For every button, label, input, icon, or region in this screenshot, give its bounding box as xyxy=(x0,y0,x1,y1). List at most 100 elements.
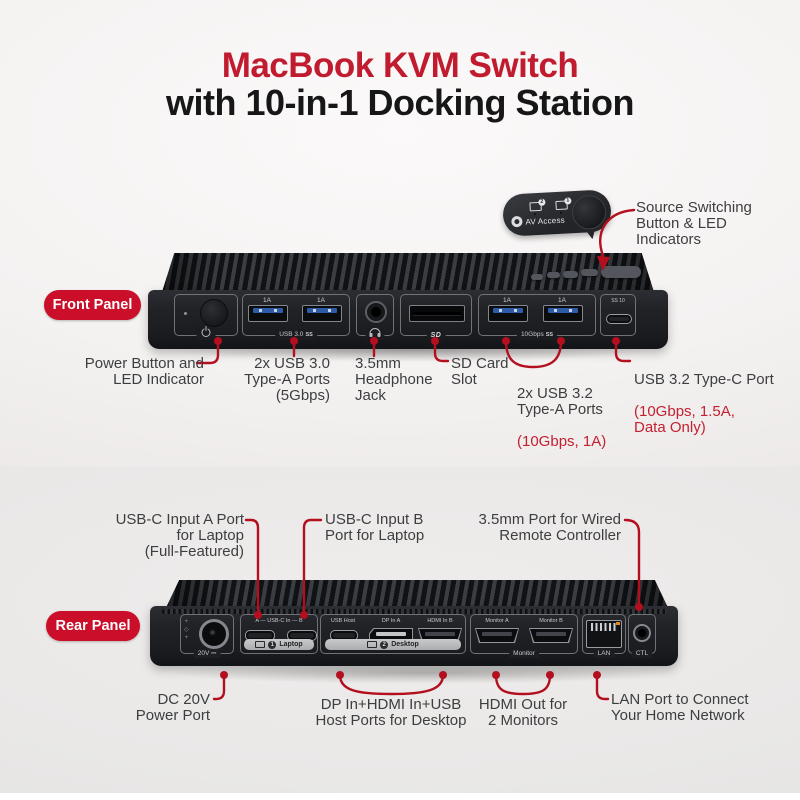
laptop-number-badge: 1 xyxy=(268,640,277,649)
usbc-in-label: A — USB-C In — B xyxy=(255,618,303,624)
led-indicator xyxy=(184,312,187,315)
headphone-group xyxy=(356,294,394,340)
source-led-button-3 xyxy=(563,271,578,278)
page-title-line1: MacBook KVM Switch xyxy=(221,46,579,85)
lan-group: LAN xyxy=(582,614,626,658)
polarity-icons: +◇+ xyxy=(184,619,189,641)
ctl-group: CTL xyxy=(628,614,656,658)
remote-port-label: 3.5mm Port for Wired Remote Controller xyxy=(478,511,621,544)
laptop-input-group: A — USB-C In — B 1 Laptop xyxy=(240,614,318,654)
dc-group: +◇+ 20V ⎓ xyxy=(180,614,234,658)
monitor-out-group: Monitor A Monitor B Monitor xyxy=(470,614,578,658)
source-led-button-1 xyxy=(531,274,543,280)
vent-perforation xyxy=(162,609,666,614)
rear-device-face: +◇+ 20V ⎓ A — USB-C In — B 1 Laptop USB … xyxy=(150,606,678,666)
lan-port-label: LAN Port to Connect Your Home Network xyxy=(611,691,749,724)
desktop-host-label: DP In+HDMI In+USB Host Ports for Desktop xyxy=(315,696,467,729)
lan-led xyxy=(616,622,620,625)
usb-ss-logo: SS xyxy=(545,332,554,338)
usb32-port-1 xyxy=(488,305,528,322)
laptop-icon xyxy=(255,641,266,648)
usb32-port1-current: 1A xyxy=(503,297,511,304)
sd-logo: SD xyxy=(430,332,442,339)
monitor-b-port xyxy=(529,628,573,643)
monitor-b-label: Monitor B xyxy=(539,618,563,624)
desktop-number-badge: 2 xyxy=(380,640,389,649)
desktop-host-group: USB Host DP In A HDMI In B 2 Desktop xyxy=(320,614,466,654)
source-led-button-2 xyxy=(547,272,560,278)
remote-led-1 xyxy=(559,211,563,214)
ctl-label: CTL xyxy=(631,649,653,658)
usb32-label-black: 2x USB 3.2 Type-A Ports xyxy=(517,385,603,418)
typec-speed-icon: SS 10 xyxy=(611,298,625,304)
laptop-bar-label: Laptop xyxy=(279,641,303,648)
typec-label-red: (10Gbps, 1.5A, Data Only) xyxy=(634,403,735,436)
front-panel-badge: Front Panel xyxy=(44,290,141,320)
usb30-port-2 xyxy=(302,305,342,322)
usbc-input-a-label: USB-C Input A Port for Laptop (Full-Feat… xyxy=(115,511,244,560)
footer-strip xyxy=(0,793,800,800)
dc-voltage-label: 20V ⎓ xyxy=(193,649,221,658)
monitor-group-label: Monitor xyxy=(509,649,539,658)
monitor-b-col: Monitor B xyxy=(527,615,575,647)
power-group xyxy=(174,294,238,340)
page-title-line2: with 10-in-1 Docking Station xyxy=(165,82,635,123)
ctl-jack xyxy=(633,624,651,642)
laptop-bar: 1 Laptop xyxy=(244,639,314,650)
lan-label: LAN xyxy=(593,649,615,658)
monitor-2-icon: 2 xyxy=(529,198,546,212)
usb30-port-1 xyxy=(248,305,288,322)
desktop-icon xyxy=(367,641,378,648)
power-icon-slot xyxy=(196,326,216,340)
front-device-top-ridge xyxy=(162,253,654,292)
front-section-background xyxy=(0,0,800,467)
usb30-port2-current: 1A xyxy=(317,297,325,304)
headphone-jack xyxy=(365,301,387,323)
remote-led-2 xyxy=(533,213,537,216)
desktop-bar-label: Desktop xyxy=(391,641,419,648)
usb32-port2-current: 1A xyxy=(558,297,566,304)
usb-ss-logo: SS xyxy=(305,332,313,338)
usb32-label: 2x USB 3.2 Type-A Ports (10Gbps, 1A) xyxy=(517,370,627,466)
source-switch-button xyxy=(601,266,641,278)
monitor-a-port xyxy=(475,628,519,643)
typec-label: USB 3.2 Type-C Port (10Gbps, 1.5A, Data … xyxy=(634,356,794,452)
power-icon xyxy=(201,326,212,337)
desktop-bar: 2 Desktop xyxy=(325,639,461,650)
sd-card-slot xyxy=(409,305,465,322)
monitor-a-label: Monitor A xyxy=(485,618,509,624)
dc-power-label: DC 20V Power Port xyxy=(135,691,210,724)
hdmi-in-label: HDMI In B xyxy=(427,618,453,624)
monitor-1-icon: 1 xyxy=(555,197,572,211)
usb32-label-red: (10Gbps, 1A) xyxy=(517,433,607,450)
dp-in-label: DP In A xyxy=(381,618,401,624)
usb-host-label: USB Host xyxy=(330,618,356,624)
rear-panel-badge: Rear Panel xyxy=(46,611,140,641)
usbc-input-b-label: USB-C Input B Port for Laptop xyxy=(325,511,425,544)
power-button-label: Power Button and LED Indicator xyxy=(84,355,204,388)
source-switching-label: Source Switching Button & LED Indicators xyxy=(636,199,752,248)
sd-group: SD xyxy=(400,294,472,340)
usb30-port1-current: 1A xyxy=(263,297,271,304)
headphone-icon-slot xyxy=(365,328,385,340)
typec-group: SS 10 xyxy=(600,294,636,336)
typec-label-black: USB 3.2 Type-C Port xyxy=(634,371,774,388)
wired-remote: 2 1 AV Access xyxy=(501,189,613,237)
dc-power-jack xyxy=(199,619,229,649)
monitor-a-col: Monitor A xyxy=(473,615,521,647)
usb30-label: 2x USB 3.0 Type-A Ports (5Gbps) xyxy=(244,355,330,404)
lan-port xyxy=(586,620,622,648)
hdmi-out-label: HDMI Out for 2 Monitors xyxy=(478,696,568,729)
sd-card-label: SD Card Slot xyxy=(451,355,509,388)
sd-logo-slot: SD xyxy=(426,331,446,340)
source-led-button-4 xyxy=(581,269,598,276)
power-button xyxy=(200,299,228,327)
usb32-port-2 xyxy=(543,305,583,322)
typec-port xyxy=(606,314,632,324)
